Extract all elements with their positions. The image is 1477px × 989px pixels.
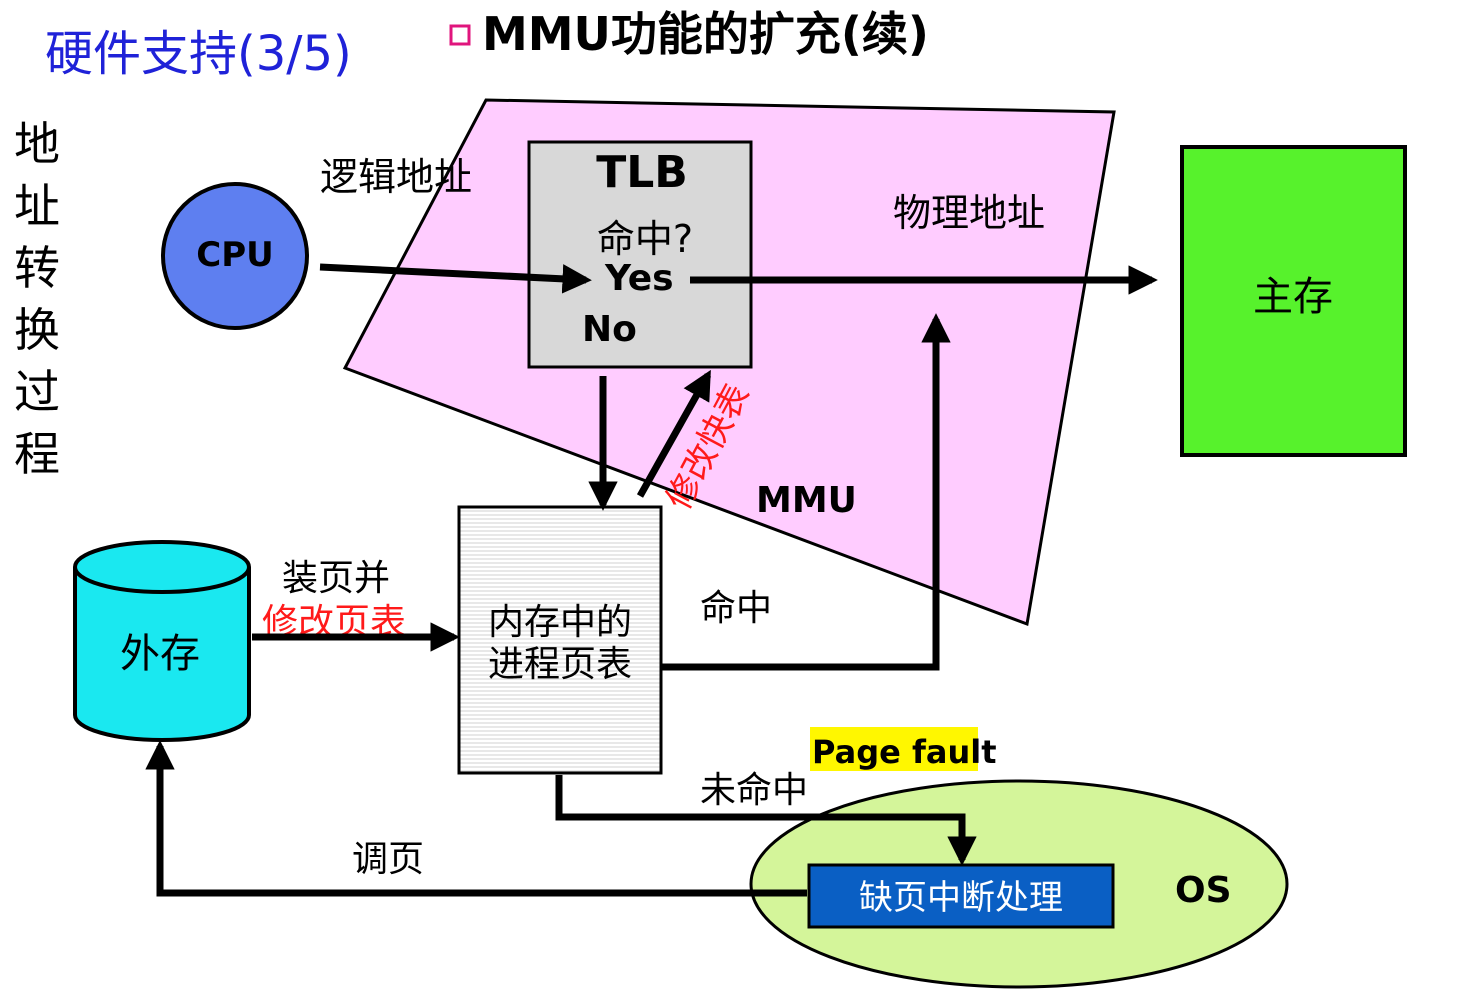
hit-label: 命中 — [700, 588, 772, 629]
arrow-cpu-to-tlb — [319, 263, 592, 294]
logical-address-label: 逻辑地址 — [320, 155, 472, 199]
page-table-label: 内存中的 — [488, 602, 632, 643]
tlb-hit-question: 命中? — [597, 217, 693, 261]
side-label-char: 址 — [14, 179, 60, 233]
tlb-yes: Yes — [604, 258, 674, 299]
main-memory-box — [1180, 145, 1407, 457]
cylinder-top — [73, 540, 251, 594]
main-title: 硬件支持(3/5) — [45, 26, 352, 82]
page-table-box — [457, 505, 663, 775]
os-label: OS — [1175, 870, 1232, 911]
tlb-box — [527, 140, 753, 369]
side-label-char: 转 — [14, 241, 60, 295]
side-label-char: 换 — [14, 303, 60, 357]
side-label-char: 地 — [14, 117, 60, 171]
arrow-miss-to-handler — [555, 775, 977, 866]
sub-title: MMU功能的扩充(续) — [482, 7, 929, 61]
miss-label: 未命中 — [700, 770, 808, 811]
bullet-icon — [449, 24, 471, 46]
cpu-label: CPU — [196, 235, 273, 275]
mmu-label: MMU — [756, 480, 857, 521]
cpu-node — [161, 182, 309, 330]
external-storage-label: 外存 — [120, 631, 200, 677]
arrow-modify-tlb — [636, 369, 712, 498]
side-label-char: 程 — [14, 427, 60, 481]
arrows — [145, 263, 1158, 897]
arrow-page-in — [145, 740, 807, 897]
external-storage-node: 外存 — [73, 540, 251, 742]
load-page-label: 装页并 — [282, 558, 390, 599]
main-memory-label: 主存 — [1253, 274, 1333, 320]
page-table-label: 进程页表 — [488, 644, 632, 685]
tlb-no: No — [582, 309, 637, 350]
page-in-label: 调页 — [352, 839, 424, 880]
page-fault-highlight — [810, 727, 978, 771]
side-label-char: 过 — [14, 365, 60, 419]
page-fault-handler-label: 缺页中断处理 — [859, 878, 1063, 918]
page-fault-handler-box — [807, 863, 1115, 929]
side-label: 地 址 转 换 过 程 — [14, 117, 60, 481]
cylinder-body — [73, 567, 251, 742]
tlb-title: TLB — [596, 147, 688, 198]
page-fault-label: Page fault — [812, 733, 997, 771]
physical-address-label: 物理地址 — [893, 191, 1045, 235]
arrow-hit-to-physical — [662, 313, 951, 671]
